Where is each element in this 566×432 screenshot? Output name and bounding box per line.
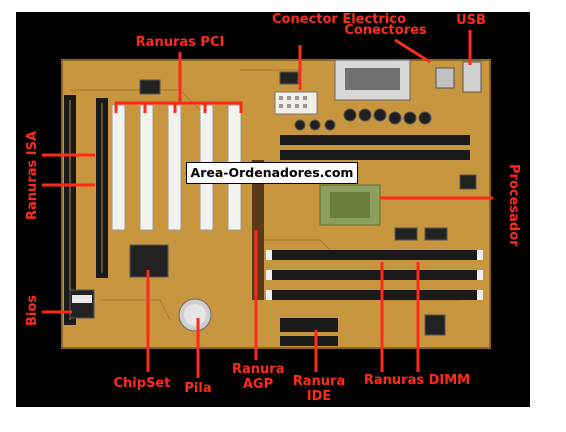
label-conector-electrico: Conector Electrico	[272, 12, 406, 27]
label-usb: USB	[456, 13, 486, 28]
label-ranura-agp: Ranura AGP	[232, 362, 285, 392]
dimm-slots	[266, 250, 483, 300]
power-connector	[274, 91, 318, 115]
label-procesador: Procesador	[506, 163, 521, 247]
label-ranura-ide: Ranura IDE	[292, 374, 346, 404]
label-pila: Pila	[184, 381, 212, 396]
ide-connector-1	[280, 318, 338, 332]
isa-slots	[64, 95, 108, 325]
label-conectores: Conectores	[344, 23, 427, 38]
label-ranuras-pci: Ranuras PCI	[135, 35, 225, 50]
label-chipset: ChipSet	[113, 376, 171, 391]
indicator-lines	[42, 30, 493, 378]
label-ranuras-dimm: Ranuras DIMM	[363, 373, 471, 388]
ide-connector-2	[280, 336, 338, 346]
label-ranuras-isa: Ranuras ISA	[25, 130, 40, 220]
pci-bracket	[114, 52, 243, 113]
pci-slots	[111, 104, 242, 231]
label-bios: Bios	[25, 294, 40, 326]
bios-chip	[69, 289, 95, 319]
usb-port	[462, 61, 482, 93]
capacitors	[294, 108, 432, 131]
site-label: Area-Ordenadores.com	[186, 162, 358, 184]
